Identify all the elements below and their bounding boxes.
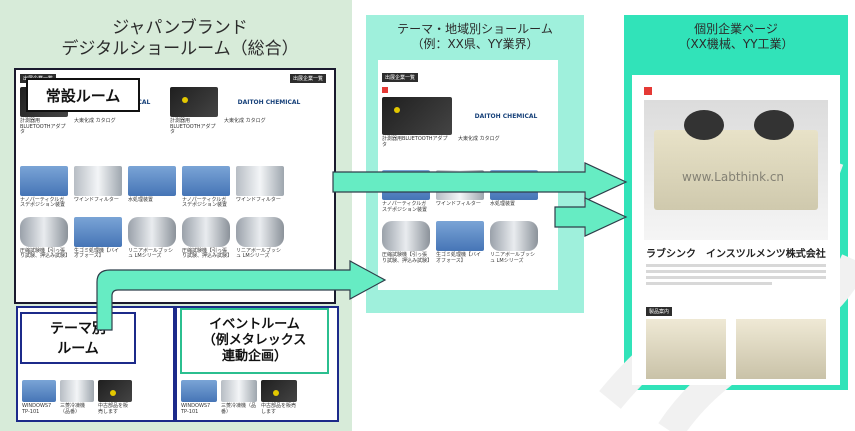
item-label: ナノパーティクルガスデポジション装置 [182, 196, 228, 208]
wind-filter-image[interactable] [74, 165, 122, 196]
compression-tester-image[interactable] [382, 221, 430, 251]
product-image[interactable] [181, 380, 217, 402]
nanoparticle-machine-image[interactable] [182, 165, 230, 196]
wind-filter-image[interactable] [236, 165, 284, 196]
item-label: 中古部品を販売します [261, 403, 297, 415]
product-image[interactable] [98, 380, 132, 402]
permanent-room-label: 常設ルーム [26, 78, 140, 112]
company-product-thumb[interactable] [736, 319, 826, 379]
compression-tester-image[interactable] [20, 216, 68, 247]
item-label: 圧縮試験機【引っ張り試験、押込み試験】 [382, 252, 433, 264]
right-panel-title: 個別企業ページ （XX機械、YY工業） [678, 22, 794, 51]
company-page-screenshot[interactable]: www.Labthink.cn ラブシンク インスツルメンツ株式会社 製品案内 [632, 75, 840, 385]
item-label: リニアボールブッシュ LMシリーズ [128, 247, 174, 259]
item-label: ワインドフィルター [236, 196, 281, 203]
item-label: 計測器用BLUETOOTHアダプタ [170, 118, 216, 135]
item-label: ワインドフィルター [74, 196, 119, 203]
left-panel-title: ジャパンブランド デジタルショールーム（総合） [61, 18, 299, 60]
product-image[interactable] [22, 380, 56, 402]
item-label: 計測器用BLUETOOTHアダプタ [20, 118, 66, 135]
item-label: 中古部品を販売します [98, 403, 129, 415]
item-label: リニアボールブッシュ LMシリーズ [490, 252, 536, 264]
tab-exhibitor-list[interactable]: 出展企業一覧 [382, 73, 419, 82]
item-label: ナノパーティクルガスデポジション装置 [20, 196, 66, 208]
product-section-tab[interactable]: 製品案内 [646, 307, 673, 316]
item-label: 大東化成 カタログ [458, 136, 500, 142]
company-product-thumb[interactable] [646, 319, 726, 379]
nanoparticle-machine-image[interactable] [20, 165, 68, 196]
tab-exhibitor-list-2[interactable]: 出展企業一覧 [289, 74, 326, 83]
middle-panel-title: テーマ・地域別ショールーム （例：XX県、YY業界） [397, 22, 553, 51]
item-label: 水処理装置 [128, 196, 154, 203]
item-label: 計測器用BLUETOOTHアダプタ [382, 136, 448, 148]
item-label: 大東化成 カタログ [224, 118, 266, 124]
item-label: WINDOWS7 TP-101 [22, 403, 52, 415]
item-label: 生ゴミ処理機【バイオフォース】 [74, 247, 120, 259]
item-label: ナノパーティクルガスデポジション装置 [382, 201, 428, 213]
item-label: WINDOWS7 TP-101 [181, 403, 211, 415]
company-product-photo[interactable]: www.Labthink.cn [644, 100, 828, 240]
daitoh-logo: DAITOH CHEMICAL [224, 87, 314, 117]
item-label: 圧縮試験機【引っ張り試験、押込み試験】 [182, 247, 233, 259]
linear-bushing-image[interactable] [128, 216, 176, 247]
item-label: 圧縮試験機【引っ張り試験、押込み試験】 [20, 247, 71, 259]
product-image[interactable] [221, 380, 257, 402]
item-label: 大東化成 カタログ [74, 118, 116, 124]
arrow-theme-room-icon [96, 259, 387, 331]
arrow-middle-to-right-icon [554, 197, 628, 237]
garbage-processor-image[interactable] [436, 221, 484, 251]
compression-tester-image[interactable] [182, 216, 230, 247]
bluetooth-adapter-image[interactable] [382, 97, 452, 135]
product-image[interactable] [60, 380, 94, 402]
watermark: www.Labthink.cn [682, 170, 785, 184]
arrow-left-to-right-icon [332, 162, 628, 202]
event-room-label: イベントルーム （例メタレックス 連動企画） [180, 308, 329, 374]
item-label: 水処理装置 [490, 201, 516, 207]
product-image[interactable] [261, 380, 297, 402]
company-description [646, 261, 826, 307]
item-label: 三菱冷凍機（品番） [60, 403, 86, 415]
item-label: リニアボールブッシュ LMシリーズ [236, 247, 282, 259]
red-marker-icon [382, 87, 388, 93]
theme-room-label: テーマ別 ルーム [20, 312, 136, 364]
linear-bushing-image[interactable] [236, 216, 284, 247]
bluetooth-adapter-image[interactable] [170, 87, 218, 117]
garbage-processor-image[interactable] [74, 216, 122, 247]
daitoh-logo: DAITOH CHEMICAL [458, 97, 554, 135]
item-label: ワインドフィルター [436, 201, 481, 207]
red-marker-icon [644, 87, 652, 95]
linear-bushing-image[interactable] [490, 221, 538, 251]
item-label: 三菱冷凍機（品番） [221, 403, 257, 415]
company-name: ラブシンク インスツルメンツ株式会社 [646, 249, 826, 260]
item-label: 生ゴミ処理機【バイオフォース】 [436, 252, 482, 264]
water-treatment-image[interactable] [128, 165, 176, 196]
